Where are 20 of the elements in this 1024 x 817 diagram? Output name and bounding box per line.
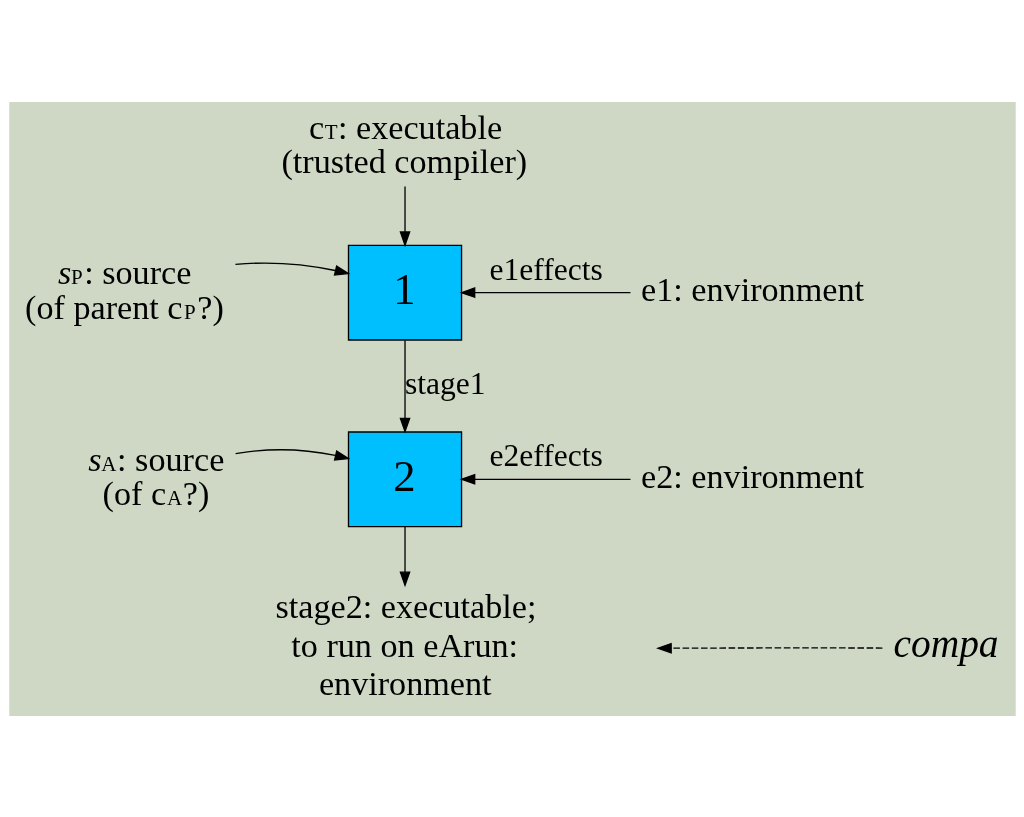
node-text: compa — [892, 621, 999, 666]
edge-label: stage1 — [404, 365, 486, 401]
arrow — [459, 286, 631, 298]
node-text: sP: source (of parent cP?) — [24, 253, 224, 326]
node-text: cT: executable (trusted compiler) — [280, 108, 527, 180]
edge-label: e1effects — [488, 251, 603, 287]
node-text: e2: environment — [640, 457, 864, 495]
node-text: stage2: executable; to run on eArun: environment — [275, 587, 536, 702]
node-text: e1: environment — [640, 270, 864, 308]
arrow — [655, 642, 883, 654]
arrow — [399, 339, 411, 434]
node-box: 2 — [347, 430, 462, 527]
node-box: 1 — [347, 244, 462, 341]
arrow — [399, 525, 411, 587]
node-text: sA: source (of cA?) — [87, 440, 224, 512]
arrow — [399, 185, 411, 247]
arrow — [234, 448, 350, 461]
arrow — [459, 473, 631, 485]
arrow — [234, 261, 350, 276]
edge-label: e2effects — [488, 437, 603, 473]
